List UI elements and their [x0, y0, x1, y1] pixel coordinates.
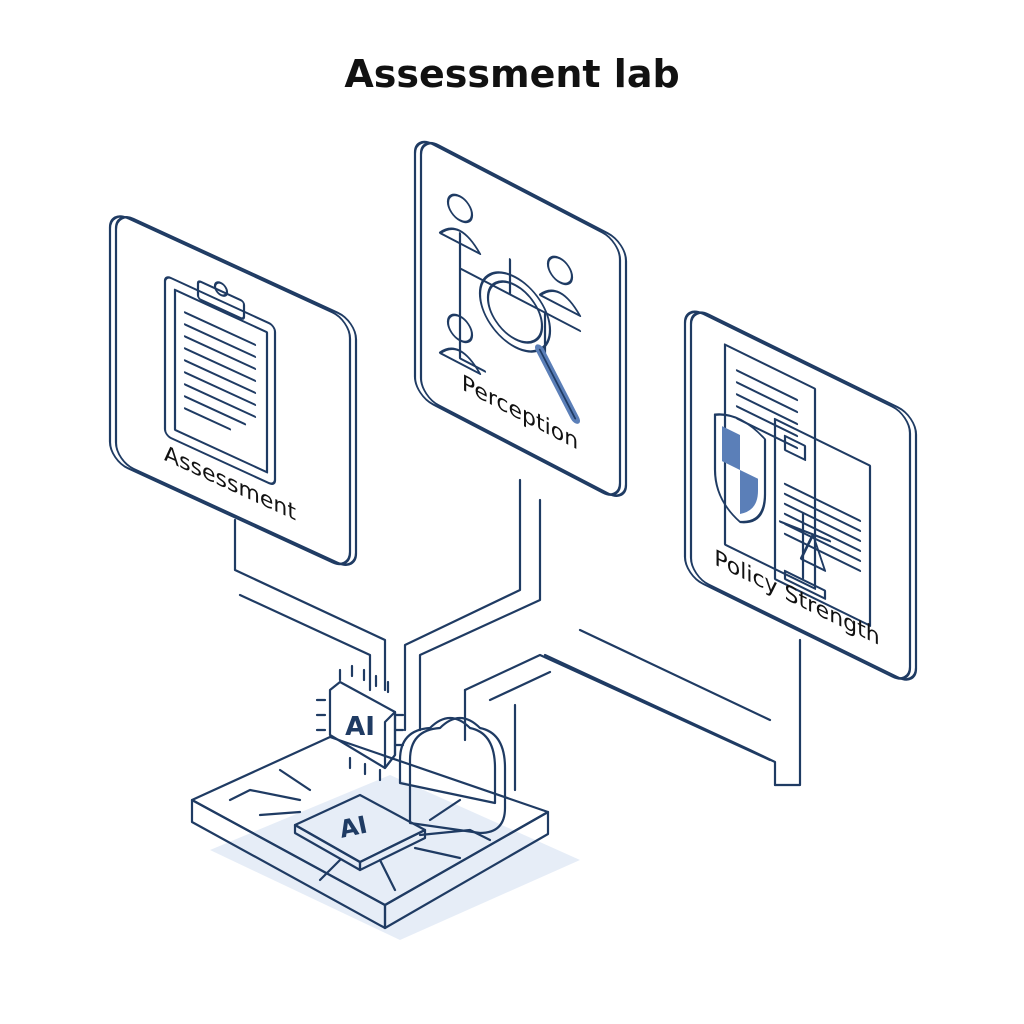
base-ai-chip: AI — [293, 793, 427, 872]
shield-scale-document-icon — [713, 343, 872, 627]
panel-perception[interactable]: Perception — [413, 133, 628, 505]
ai-chip: AI — [315, 664, 405, 782]
connector-lines — [233, 478, 802, 792]
base-chip-label: AI — [337, 811, 370, 844]
magnifier-people-icon — [438, 193, 582, 424]
panel-assessment[interactable]: Assessment — [108, 208, 358, 573]
chip-label: AI — [345, 712, 375, 742]
panel-label-policy-strength: Policy Strength — [714, 545, 879, 652]
clipboard-icon — [163, 276, 277, 485]
cloud-icon — [398, 716, 507, 835]
page-title: Assessment lab — [344, 52, 680, 96]
hub-platform: AI AI — [190, 664, 580, 940]
panel-policy-strength[interactable]: Policy Strength — [683, 303, 918, 688]
